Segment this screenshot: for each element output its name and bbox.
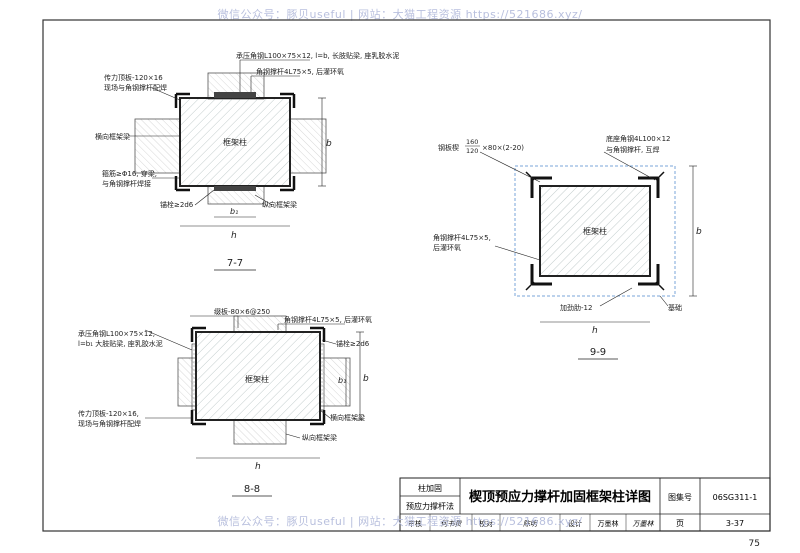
- note-strut-angle: 角钢撑杆4L75×5, 后灌环氧: [256, 67, 344, 76]
- batten-left: [191, 343, 197, 411]
- note-stiffener: 加劲肋-12: [560, 303, 592, 312]
- note-transverse-beam: 横向框架梁: [330, 413, 365, 422]
- dim-b: b: [363, 374, 369, 384]
- note-steel-plate-den: 120: [466, 147, 478, 155]
- review-name: 何书贵: [441, 520, 463, 528]
- strut-angles: [190, 326, 326, 426]
- detail-9-9: 框架柱 钢板楔 160 120 ×80×(2-20) 底座角钢4L100×12 …: [433, 134, 702, 360]
- column-label: 框架柱: [583, 226, 607, 236]
- note-top-plate-2: 现场与角钢撑杆配焊: [78, 419, 141, 428]
- note-transverse-beam: 横向框架梁: [95, 132, 130, 141]
- detail-title: 7-7: [227, 258, 243, 269]
- note-steel-plate-num: 160: [466, 138, 478, 146]
- atlas-label: 图集号: [668, 492, 692, 502]
- frame-column: [179, 97, 291, 187]
- note-strut-angle-2: 后灌环氧: [433, 243, 461, 252]
- note-strut-angle-1: 角钢撑杆4L75×5,: [433, 233, 491, 242]
- column-label: 框架柱: [223, 137, 247, 147]
- dim-b1: b₁: [230, 207, 238, 216]
- note-anchor: 锚栓≥2d6: [160, 200, 194, 209]
- note-top-plate-1: 传力顶板-120×16: [104, 73, 163, 82]
- note-anchor: 锚栓≥2d6: [336, 339, 370, 348]
- note-top-plate-2: 现场与角钢撑杆配焊: [104, 83, 167, 92]
- detail-title: 9-9: [590, 347, 606, 358]
- check-label: 校对: [479, 519, 493, 528]
- batten-right: [319, 343, 325, 411]
- title-block: 柱加固 预应力撑杆法 楔顶预应力撑杆加固框架柱详图 图集号 06SG311-1 …: [399, 477, 771, 532]
- note-bearing-angle-2: l=b₁ 大肢贴梁, 座乳胶水泥: [78, 339, 163, 348]
- note-base-angle-1: 底座角钢4L100×12: [606, 134, 671, 143]
- dim-b: b: [326, 139, 332, 149]
- column-label: 框架柱: [245, 374, 269, 384]
- bearing-angle-bottom: [214, 186, 256, 191]
- base-angles: [530, 176, 660, 286]
- page-number: 75: [749, 539, 760, 549]
- atlas-no: 06SG311-1: [713, 493, 758, 502]
- dim-b: b: [696, 227, 702, 237]
- note-steel-plate: 钢板楔: [438, 143, 459, 152]
- note-steel-plate-size: ×80×(2-20): [482, 144, 524, 152]
- detail-7-7: 框架柱 承压角钢L100×75×12, l=b, 长肢贴梁, 座乳胶水泥 角钢撑…: [95, 51, 399, 271]
- dim-h: h: [231, 231, 237, 241]
- strut-angles: [174, 92, 296, 192]
- bearing-angle-top: [214, 92, 256, 98]
- transverse-beam-right: [289, 118, 327, 174]
- note-bearing-angle: 承压角钢L100×75×12, l=b, 长肢贴梁, 座乳胶水泥: [236, 51, 399, 60]
- design-sign: 万墨林: [633, 520, 655, 528]
- note-top-plate-1: 传力顶板-120×16,: [78, 409, 139, 418]
- page-no: 3-37: [726, 519, 744, 528]
- design-name: 万墨林: [598, 519, 619, 528]
- main-title: 楔顶预应力撑杆加固框架柱详图: [469, 489, 651, 505]
- note-longitudinal-beam: 纵向框架梁: [262, 200, 297, 209]
- design-label: 设计: [568, 519, 582, 528]
- note-base-angle-2: 与角钢撑杆, 互焊: [606, 145, 659, 154]
- category-1: 柱加固: [418, 483, 442, 493]
- note-stirrup-2: 与角钢撑杆焊接: [102, 179, 151, 188]
- sheet-border: [42, 19, 771, 532]
- frame-column: [539, 185, 651, 277]
- page-label: 页: [676, 519, 684, 528]
- transverse-beam-right: [319, 357, 351, 407]
- note-bearing-angle-1: 承压角钢L100×75×12,: [78, 329, 155, 338]
- detail-title: 8-8: [244, 484, 260, 495]
- longitudinal-beam-bottom: [233, 419, 287, 445]
- dim-h: h: [255, 462, 261, 472]
- dim-h: h: [592, 326, 598, 336]
- category-2: 预应力撑杆法: [406, 501, 454, 511]
- review-label: 审核: [408, 519, 422, 528]
- transverse-beam-left: [134, 118, 181, 174]
- watermark-bottom: 微信公众号：豚贝useful | 网站：大猫工程资源 https://52168…: [217, 515, 583, 528]
- detail-8-8: 框架柱 缀板-80×6@250 角钢撑杆4L75×5, 后灌环氧 承压角钢L10…: [78, 307, 372, 497]
- note-foundation: 基础: [668, 303, 682, 312]
- note-strut-angle: 角钢撑杆4L75×5, 后灌环氧: [284, 315, 372, 324]
- watermark-top: 微信公众号：豚贝useful | 网站：大猫工程资源 https://52168…: [217, 8, 583, 21]
- note-longitudinal-beam: 纵向框架梁: [302, 433, 337, 442]
- check-name: 陈明: [523, 520, 538, 528]
- note-stirrup-1: 箍筋≥Φ16, 穿梁,: [102, 169, 157, 178]
- dim-b1: b₁: [338, 376, 346, 385]
- stiffeners: [525, 171, 665, 291]
- note-batten: 缀板-80×6@250: [214, 307, 270, 316]
- foundation-outline: [514, 165, 676, 297]
